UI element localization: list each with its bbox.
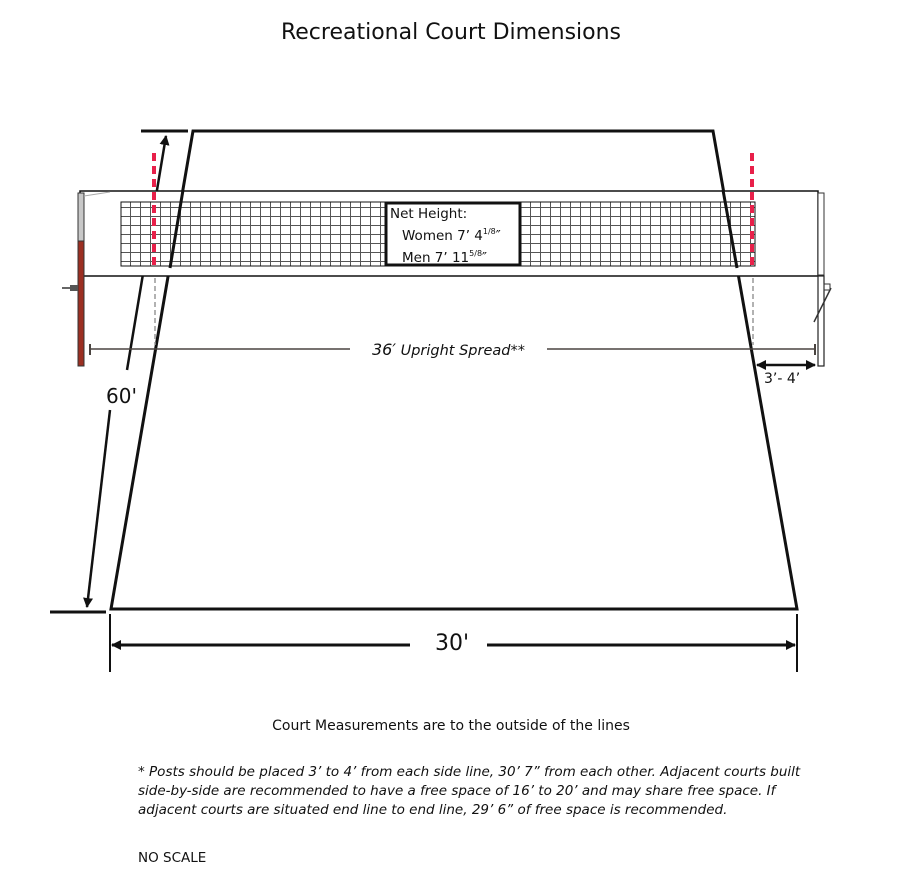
measurement-note: Court Measurements are to the outside of… [272, 718, 630, 734]
net-height-box [384, 201, 522, 267]
left-post-upper [77, 192, 85, 242]
upright-spread-label: 36′ Upright Spread** [372, 340, 525, 359]
net-height-heading: Net Height: [390, 206, 468, 222]
women-net-height: Women 7’ 41/8″ [402, 227, 501, 244]
footnote: * Posts should be placed 3’ to 4’ from e… [138, 764, 801, 818]
left-post [77, 240, 85, 367]
men-net-height: Men 7’ 115/8″ [402, 249, 488, 266]
right-post-upper [817, 192, 825, 276]
width-label: 30' [435, 631, 470, 656]
scale-note: NO SCALE [138, 850, 207, 866]
post-offset-label: 3’- 4’ [764, 371, 801, 387]
length-label: 60' [106, 384, 137, 408]
net-height-info: Net Height: Women 7’ 41/8″ Men 7’ 115/8″ [390, 206, 501, 267]
diagram-title: Recreational Court Dimensions [280, 20, 622, 45]
right-post [817, 275, 825, 367]
court-outline [109, 129, 799, 611]
